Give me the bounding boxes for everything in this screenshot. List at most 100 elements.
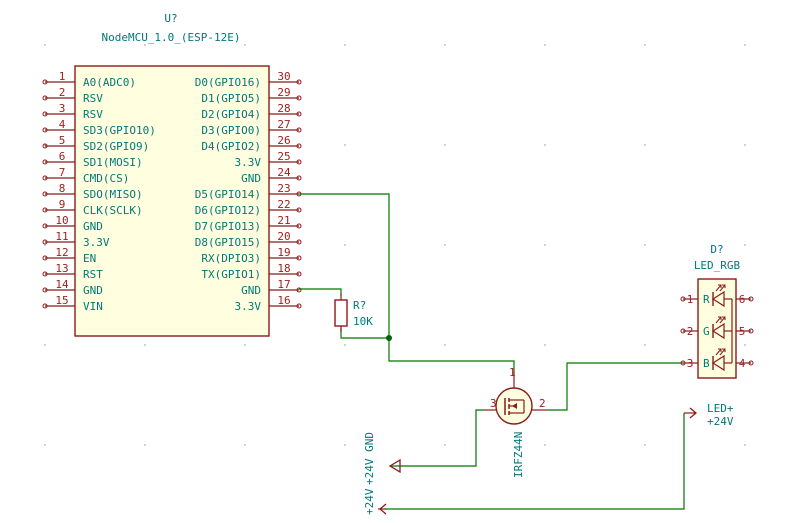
pin-number: 10 <box>55 214 68 227</box>
pin-number: 22 <box>277 198 290 211</box>
pin-name: D8(GPIO15) <box>195 236 261 249</box>
pin-name: EN <box>83 252 96 265</box>
pin-number: 21 <box>277 214 290 227</box>
pin-name: D5(GPIO14) <box>195 188 261 201</box>
pin-number: 18 <box>277 262 290 275</box>
led-pin-name: G <box>703 325 710 338</box>
junction-dot <box>386 335 392 341</box>
pin-name: D2(GPIO4) <box>201 108 261 121</box>
resistor-reference: R? <box>353 299 366 312</box>
pin-name: RX(DPIO3) <box>201 252 261 265</box>
gnd-power-symbol: +24V GND <box>363 432 401 485</box>
u1-left-pin-1[interactable]: 1 A0(ADC0) <box>42 70 136 89</box>
pin-name: SD2(GPIO9) <box>83 140 149 153</box>
u1-right-pin-16[interactable]: 163.3V <box>235 294 302 313</box>
u1-right-pin-25[interactable]: 253.3V <box>235 150 302 169</box>
u1-left-pin-10[interactable]: 10 GND <box>42 214 103 233</box>
u1-body <box>74 65 270 337</box>
u1-right-pin-18[interactable]: 18 TX(GPIO1) <box>201 262 302 281</box>
pin-name: D3(GPIO0) <box>201 124 261 137</box>
u1-right-pin-26[interactable]: 26 D4(GPIO2) <box>201 134 302 153</box>
u1-left-pin-2[interactable]: 2 RSV <box>42 86 103 105</box>
v24-arrow-icon <box>378 503 387 515</box>
v24-power-label: +24V <box>363 488 376 515</box>
mosfet-pin1-number: 1 <box>509 366 516 379</box>
pin-name: D4(GPIO2) <box>201 140 261 153</box>
ledplus-arrow-icon <box>689 407 698 419</box>
pin-number: 1 <box>59 70 66 83</box>
u1-right-pin-28[interactable]: 28 D2(GPIO4) <box>201 102 302 121</box>
pin-name: GND <box>83 220 103 233</box>
ledplus-power-symbol: LED+ +24V <box>684 402 734 428</box>
pin-name: GND <box>83 284 103 297</box>
pin-name: D1(GPIO5) <box>201 92 261 105</box>
resistor-body <box>334 299 348 327</box>
pin-number: 4 <box>59 118 66 131</box>
led-value: LED_RGB <box>694 259 741 272</box>
wire-junction-to-gate <box>388 338 515 372</box>
resistor-symbol[interactable]: R? 10K <box>334 294 373 332</box>
pin-name: 3.3V <box>235 156 262 169</box>
pin-number: 28 <box>277 102 290 115</box>
wire-drain-to-led <box>548 362 683 411</box>
pin-number: 27 <box>277 118 290 131</box>
u1-right-pin-22[interactable]: 22 D6(GPIO12) <box>195 198 302 217</box>
pin-name: TX(GPIO1) <box>201 268 261 281</box>
pin-number: 2 <box>59 86 66 99</box>
u1-left-pin-5[interactable]: 5 SD2(GPIO9) <box>42 134 149 153</box>
u1-value: NodeMCU_1.0_(ESP-12E) <box>101 31 240 44</box>
pin-name: RSV <box>83 92 103 105</box>
mosfet-symbol[interactable]: 1 2 3 IRFZ44N <box>484 366 548 478</box>
led-pin-number: 3 <box>687 357 694 370</box>
pin-number: 26 <box>277 134 290 147</box>
u1-right-pin-27[interactable]: 27 D3(GPIO0) <box>201 118 302 137</box>
pin-name: RSV <box>83 108 103 121</box>
gnd-power-label: +24V GND <box>363 432 376 485</box>
pin-name: CMD(CS) <box>83 172 129 185</box>
u1-right-pin-21[interactable]: 21 D7(GPIO13) <box>195 214 302 233</box>
pin-name: SDO(MISO) <box>83 188 143 201</box>
pin-number: 5 <box>59 134 66 147</box>
pin-name: VIN <box>83 300 103 313</box>
pin-name: D6(GPIO12) <box>195 204 261 217</box>
led-pin-number: 5 <box>739 325 746 338</box>
u1-right-pin-20[interactable]: 20 D8(GPIO15) <box>195 230 302 249</box>
resistor-value: 10K <box>353 315 373 328</box>
pin-number: 13 <box>55 262 68 275</box>
led-reference: D? <box>710 243 723 256</box>
ledplus-label: LED+ <box>707 402 734 415</box>
pin-number: 20 <box>277 230 290 243</box>
wires <box>299 193 685 510</box>
led-pin-number: 1 <box>687 293 694 306</box>
pin-name: D7(GPIO13) <box>195 220 261 233</box>
pin-number: 24 <box>277 166 291 179</box>
gnd-arrow-icon <box>388 458 401 474</box>
led-pin-number: 2 <box>687 325 694 338</box>
led-pin-name: B <box>703 357 710 370</box>
pin-name: A0(ADC0) <box>83 76 136 89</box>
led-channel-G[interactable]: 2 5 G <box>680 316 754 340</box>
v24-power-symbol: +24V <box>363 488 387 515</box>
pin-name: 3.3V <box>235 300 262 313</box>
